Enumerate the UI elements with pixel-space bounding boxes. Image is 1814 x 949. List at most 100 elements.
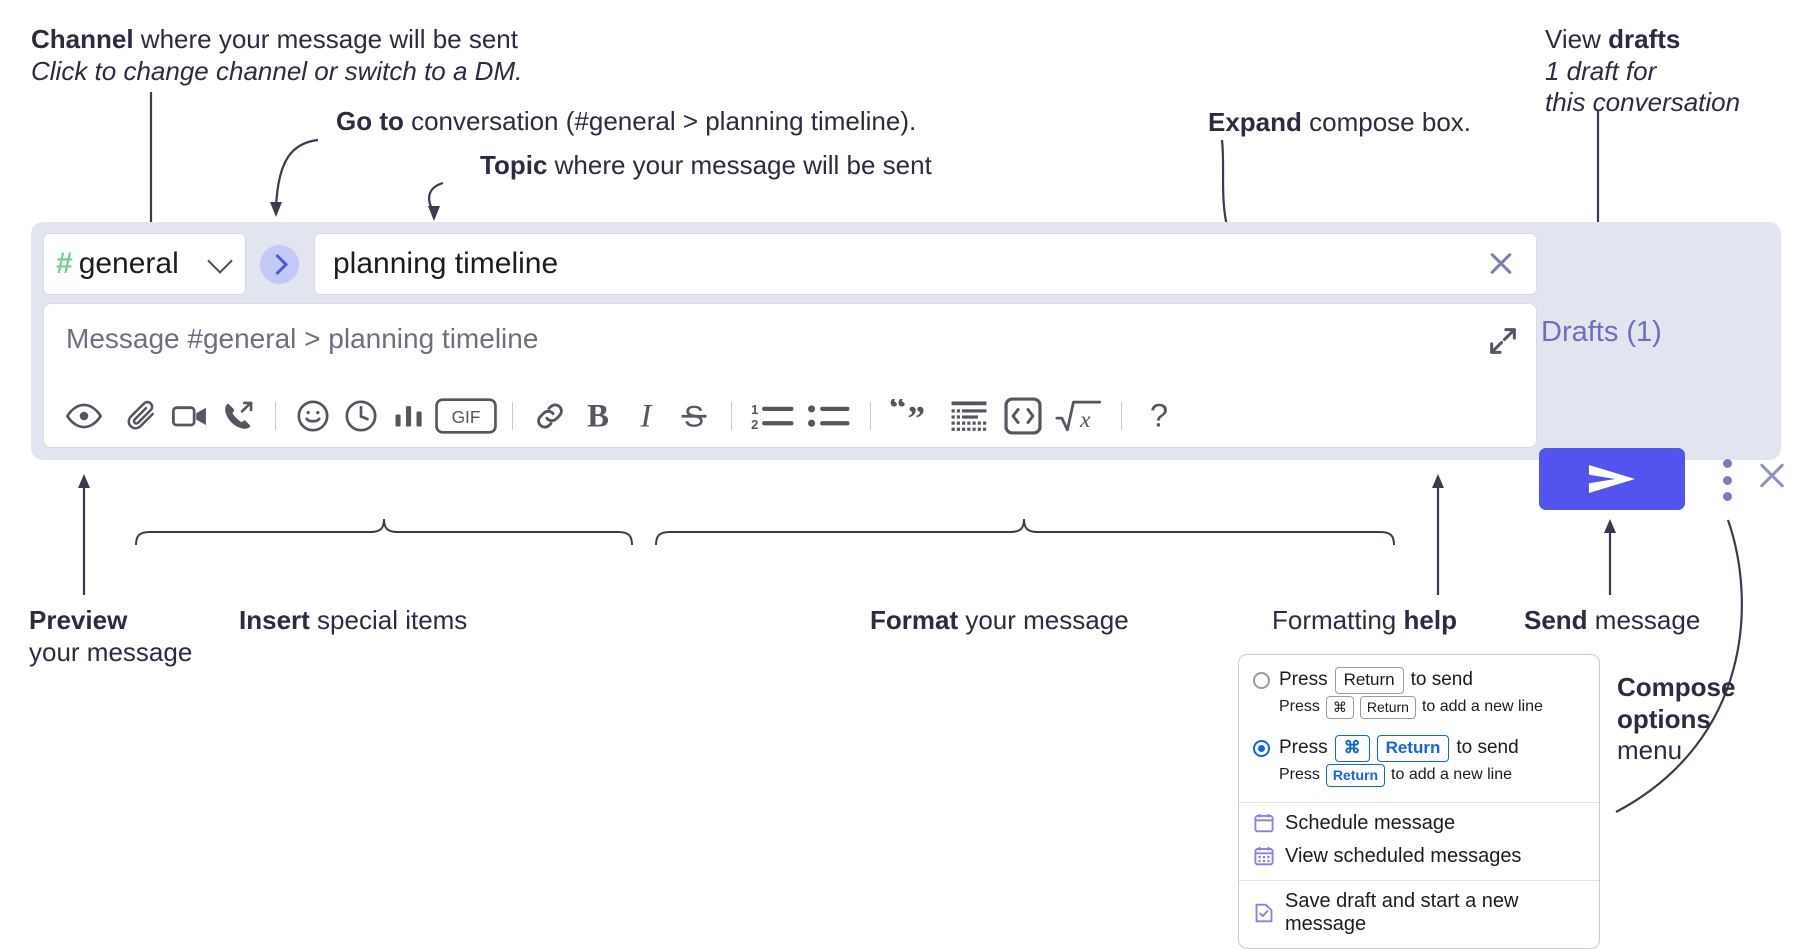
compose-options-menu: Press Return to send Press ⌘ Return to a…	[1238, 654, 1600, 949]
menu-item-label: Save draft and start a new message	[1285, 889, 1519, 935]
annotation-goto-rest: conversation (#general > planning timeli…	[403, 106, 917, 136]
close-icon[interactable]	[1754, 458, 1790, 494]
send-icon	[1588, 465, 1636, 493]
video-icon[interactable]	[166, 394, 214, 438]
chevron-down-icon	[207, 248, 233, 274]
menu-divider	[1239, 801, 1599, 803]
menu-option-subtext: Press ⌘ Return to add a new line	[1239, 694, 1599, 727]
svg-text:?: ?	[1150, 399, 1168, 433]
toolbar-divider	[731, 402, 732, 430]
key-return: Return	[1376, 734, 1450, 762]
italic-icon[interactable]: I	[622, 394, 670, 438]
annotation-format: Format your message	[870, 605, 1129, 637]
message-input-placeholder: Message #general > planning timeline	[66, 323, 539, 354]
clock-icon[interactable]	[337, 394, 385, 438]
math-icon[interactable]: x	[1050, 394, 1108, 438]
message-input-container[interactable]: Message #general > planning timeline	[43, 303, 1537, 448]
annotation-help-lead: Formatting	[1272, 605, 1404, 635]
annotation-expand-rest: compose box.	[1301, 107, 1472, 137]
annotation-goto-bold: Go to	[336, 106, 404, 136]
svg-text:GIF: GIF	[452, 407, 481, 427]
compose-box: # general planning timeline Message #gen…	[31, 222, 1781, 460]
svg-text:x: x	[1079, 407, 1091, 433]
annotation-options-bold1: Compose	[1617, 672, 1736, 702]
code-icon[interactable]	[996, 394, 1050, 438]
annotation-send-bold: Send	[1524, 605, 1588, 635]
menu-item-view-scheduled-messages[interactable]: View scheduled messages	[1239, 840, 1599, 873]
annotation-expand: Expand compose box.	[1208, 107, 1471, 139]
audio-icon[interactable]	[214, 394, 262, 438]
annotation-drafts-sub1: 1 draft for	[1545, 55, 1657, 86]
annotation-insert-rest: special items	[309, 605, 468, 635]
key-return: Return	[1325, 763, 1386, 787]
annotation-format-rest: your message	[958, 605, 1129, 635]
expand-icon[interactable]	[1486, 324, 1520, 358]
annotation-channel-sub: Click to change channel or switch to a D…	[31, 55, 523, 86]
toolbar-divider	[870, 402, 871, 430]
svg-text:1: 1	[751, 402, 758, 417]
clear-icon[interactable]	[1484, 247, 1518, 281]
menu-sub-tail-label: to add a new line	[1421, 698, 1543, 716]
annotation-channel: Channel where your message will be sent …	[31, 24, 522, 87]
menu-option-tail-label: to send	[1410, 669, 1473, 691]
annotation-topic-bold: Topic	[480, 150, 548, 180]
kebab-dot	[1722, 459, 1732, 468]
emoji-icon[interactable]	[289, 394, 337, 438]
channel-selector[interactable]: # general	[43, 233, 246, 295]
toolbar-divider	[275, 402, 276, 430]
svg-text:2: 2	[751, 417, 758, 431]
menu-sub-tail-label: to add a new line	[1391, 766, 1513, 784]
drafts-link[interactable]: Drafts (1)	[1541, 316, 1662, 348]
annotation-goto: Go to conversation (#general > planning …	[336, 106, 916, 138]
menu-item-label: Schedule message	[1285, 811, 1456, 834]
poll-icon[interactable]	[385, 394, 433, 438]
compose-header-row: # general planning timeline	[43, 233, 1537, 297]
menu-option-press-label: Press	[1279, 669, 1328, 691]
menu-divider	[1239, 879, 1599, 881]
annotation-options-rest: menu	[1617, 735, 1683, 766]
svg-text:”: ”	[907, 399, 925, 433]
annotation-topic-rest: where your message will be sent	[547, 150, 932, 180]
annotation-channel-rest: where your message will be sent	[133, 24, 518, 54]
calendar-view-icon	[1253, 845, 1275, 867]
topic-value: planning timeline	[333, 247, 559, 280]
key-return: Return	[1359, 695, 1416, 719]
go-to-conversation-button[interactable]	[260, 245, 299, 284]
menu-option-press-label: Press	[1279, 737, 1328, 759]
radio-selected-icon[interactable]	[1253, 739, 1270, 757]
menu-sub-press-label: Press	[1279, 766, 1320, 784]
menu-option-cmd-return-to-send[interactable]: Press ⌘ Return to send	[1239, 733, 1599, 762]
strikethrough-icon[interactable]: S	[670, 394, 718, 438]
menu-sub-press-label: Press	[1279, 698, 1320, 716]
annotation-formatting-help: Formatting help	[1272, 605, 1457, 637]
svg-text:I: I	[640, 399, 654, 433]
menu-option-return-to-send[interactable]: Press Return to send	[1239, 665, 1599, 694]
bulleted-list-icon[interactable]	[801, 394, 857, 438]
blockquote-icon[interactable]: “ ”	[884, 394, 942, 438]
question-icon[interactable]: ?	[1135, 394, 1183, 438]
menu-item-save-draft[interactable]: Save draft and start a new message	[1239, 885, 1599, 946]
annotation-insert: Insert special items	[239, 605, 467, 637]
menu-item-schedule-message[interactable]: Schedule message	[1239, 807, 1599, 840]
svg-text:B: B	[587, 399, 609, 433]
menu-option-subtext: Press Return to add a new line	[1239, 762, 1599, 795]
annotation-send-rest: message	[1587, 605, 1701, 635]
paperclip-icon[interactable]	[118, 394, 166, 438]
eye-icon[interactable]	[60, 394, 108, 438]
ordered-list-icon[interactable]: 1 2	[745, 394, 801, 438]
code-block-icon[interactable]	[942, 394, 996, 438]
gif-icon[interactable]: GIF	[433, 394, 499, 438]
annotation-drafts-lead: View	[1545, 24, 1609, 54]
annotation-preview: Preview your message	[29, 605, 192, 668]
send-button[interactable]	[1539, 448, 1685, 510]
annotation-expand-bold: Expand	[1208, 107, 1302, 137]
topic-input[interactable]: planning timeline	[314, 233, 1537, 295]
compose-options-button[interactable]	[1712, 456, 1742, 504]
menu-option-tail-label: to send	[1456, 737, 1519, 759]
link-icon[interactable]	[526, 394, 574, 438]
menu-item-label: View scheduled messages	[1285, 844, 1522, 867]
radio-unselected-icon[interactable]	[1253, 671, 1270, 689]
bold-icon[interactable]: B	[574, 394, 622, 438]
chevron-right-icon	[266, 253, 289, 276]
annotation-send: Send message	[1524, 605, 1700, 637]
